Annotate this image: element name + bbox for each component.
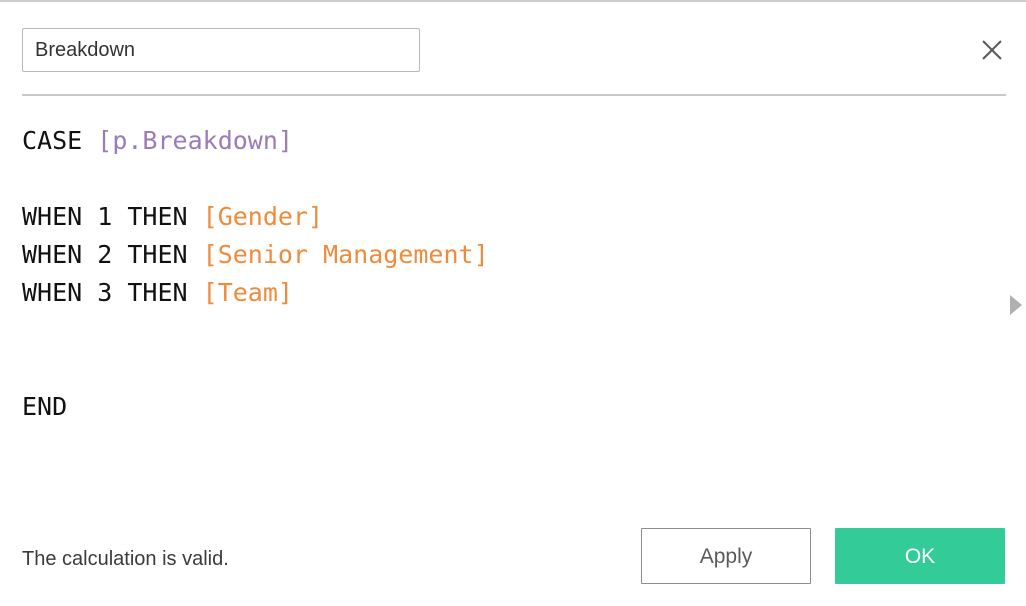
triangle-right-icon: [1009, 294, 1025, 316]
header-divider: [22, 94, 1006, 96]
formula-code[interactable]: CASE [p.Breakdown] WHEN 1 THEN [Gender] …: [0, 96, 1006, 426]
when3-keyword: WHEN 3 THEN: [22, 278, 188, 307]
calculation-name-input[interactable]: [22, 28, 420, 72]
close-icon: [979, 37, 1005, 63]
when1-keyword: WHEN 1 THEN: [22, 202, 188, 231]
dialog-footer: The calculation is valid. Apply OK: [0, 508, 1026, 606]
case-keyword: CASE: [22, 126, 83, 155]
when2-keyword: WHEN 2 THEN: [22, 240, 188, 269]
end-keyword: END: [22, 392, 68, 421]
when1-field: [Gender]: [202, 202, 324, 231]
when3-field: [Team]: [202, 278, 293, 307]
case-parameter: [p.Breakdown]: [97, 126, 293, 155]
when2-field: [Senior Management]: [202, 240, 489, 269]
dialog-header: [0, 2, 1026, 96]
close-button[interactable]: [973, 31, 1011, 69]
expand-panel-handle[interactable]: [1009, 294, 1025, 316]
ok-button[interactable]: OK: [835, 528, 1005, 584]
validation-status-text: The calculation is valid.: [22, 548, 229, 570]
apply-button[interactable]: Apply: [641, 528, 811, 584]
formula-editor[interactable]: CASE [p.Breakdown] WHEN 1 THEN [Gender] …: [0, 96, 1006, 508]
